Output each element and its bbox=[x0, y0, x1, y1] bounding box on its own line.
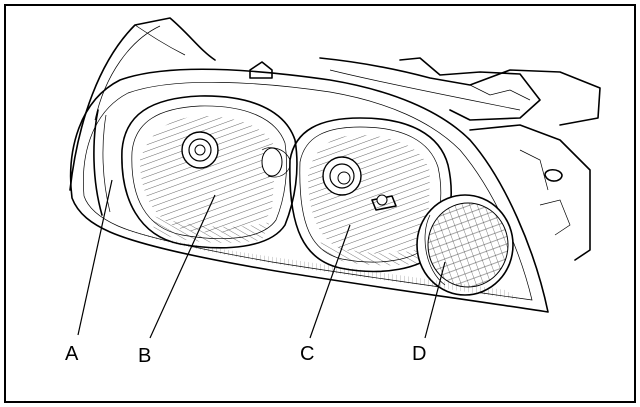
callout-leaders bbox=[77, 179, 446, 339]
figure-border bbox=[4, 4, 636, 403]
low-beam-bulb bbox=[181, 131, 219, 169]
background-bodywork bbox=[69, 17, 601, 261]
outer-lens bbox=[69, 68, 549, 313]
callout-b: B bbox=[138, 345, 151, 367]
leader-d bbox=[424, 261, 446, 339]
leader-b bbox=[149, 194, 216, 339]
callout-c: C bbox=[300, 343, 314, 365]
headlamp-assembly bbox=[69, 68, 549, 313]
callout-labels: A B C D bbox=[65, 343, 426, 367]
callout-a: A bbox=[65, 343, 79, 365]
left-reflector bbox=[140, 116, 276, 233]
side-bulb bbox=[371, 194, 397, 211]
callout-d: D bbox=[412, 343, 426, 365]
high-beam-bulb bbox=[322, 156, 362, 196]
leader-a bbox=[77, 179, 113, 336]
center-reflector bbox=[308, 135, 430, 254]
leader-c bbox=[309, 224, 351, 339]
